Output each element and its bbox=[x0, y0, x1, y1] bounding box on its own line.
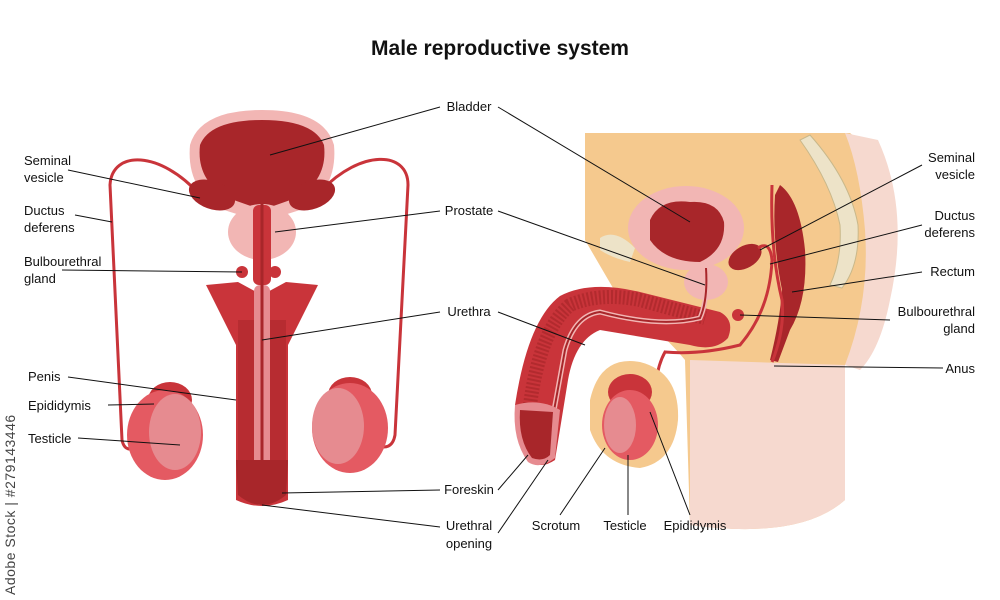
label-foreskin: Foreskin bbox=[444, 482, 494, 497]
side-urethra-core bbox=[544, 267, 708, 461]
label-side-ductus-deferens-line1: Ductus bbox=[935, 208, 976, 223]
front-labels: Seminal vesicle Ductus deferens Bulboure… bbox=[24, 153, 101, 446]
label-urethral-opening-line2: opening bbox=[446, 536, 492, 551]
front-bladder bbox=[199, 120, 325, 210]
label-side-seminal-vesicle-line1: Seminal bbox=[928, 150, 975, 165]
side-penis bbox=[515, 286, 731, 465]
label-front-bulbourethral-gland-line1: Bulbourethral bbox=[24, 254, 101, 269]
side-labels: Seminal vesicle Ductus deferens Rectum B… bbox=[532, 150, 976, 533]
front-view bbox=[108, 110, 410, 506]
label-side-bulbourethral-gland-line2: gland bbox=[943, 321, 975, 336]
front-testicle-right-inner bbox=[312, 388, 364, 464]
label-front-seminal-vesicle-line2: vesicle bbox=[24, 170, 64, 185]
side-view bbox=[514, 133, 898, 530]
side-body-skin-back bbox=[845, 133, 898, 370]
side-bladder bbox=[650, 201, 725, 262]
side-buttock bbox=[690, 360, 845, 530]
label-front-bulbourethral-gland-line2: gland bbox=[24, 271, 56, 286]
center-labels: Bladder Prostate Urethra Foreskin Urethr… bbox=[444, 99, 494, 551]
side-bulbourethral-gland bbox=[732, 309, 744, 321]
side-spine bbox=[799, 134, 859, 289]
label-side-seminal-vesicle-line2: vesicle bbox=[935, 167, 975, 182]
front-ductus-deferens-right bbox=[320, 157, 410, 449]
leader-lines bbox=[61, 106, 944, 534]
label-front-testicle: Testicle bbox=[28, 431, 71, 446]
front-glans bbox=[236, 460, 288, 505]
label-front-penis: Penis bbox=[28, 369, 61, 384]
front-bulbourethral-gland-right bbox=[269, 266, 281, 278]
side-rectum-wall bbox=[770, 184, 785, 363]
label-urethral-opening-line1: Urethral bbox=[446, 518, 492, 533]
label-side-scrotum: Scrotum bbox=[532, 518, 580, 533]
side-seminal-vesicle bbox=[728, 243, 762, 271]
watermark: Adobe Stock | #279143446 bbox=[2, 414, 18, 595]
side-pubic-bone bbox=[600, 234, 635, 262]
side-glans bbox=[519, 410, 553, 460]
label-side-anus: Anus bbox=[945, 361, 975, 376]
label-prostate: Prostate bbox=[445, 203, 493, 218]
label-front-seminal-vesicle-line1: Seminal bbox=[24, 153, 71, 168]
front-seminal-vesicle-left bbox=[188, 179, 236, 211]
label-side-ductus-deferens-line2: deferens bbox=[924, 225, 975, 240]
label-front-ductus-deferens-line2: deferens bbox=[24, 220, 75, 235]
label-side-epididymis: Epididymis bbox=[664, 518, 727, 533]
front-testicle-left-inner bbox=[149, 394, 201, 470]
label-side-rectum: Rectum bbox=[930, 264, 975, 279]
side-rectum bbox=[770, 185, 806, 362]
diagram-title: Male reproductive system bbox=[371, 37, 629, 60]
side-testicle-inner bbox=[604, 397, 636, 453]
side-ductus-deferens bbox=[653, 244, 774, 401]
label-front-epididymis: Epididymis bbox=[28, 398, 91, 413]
label-bladder: Bladder bbox=[447, 99, 492, 114]
label-side-testicle: Testicle bbox=[603, 518, 646, 533]
label-side-bulbourethral-gland-line1: Bulbourethral bbox=[898, 304, 975, 319]
side-penis-corpus bbox=[523, 290, 707, 406]
label-urethra: Urethra bbox=[447, 304, 491, 319]
front-seminal-vesicle-right bbox=[288, 179, 336, 211]
label-front-ductus-deferens-line1: Ductus bbox=[24, 203, 65, 218]
